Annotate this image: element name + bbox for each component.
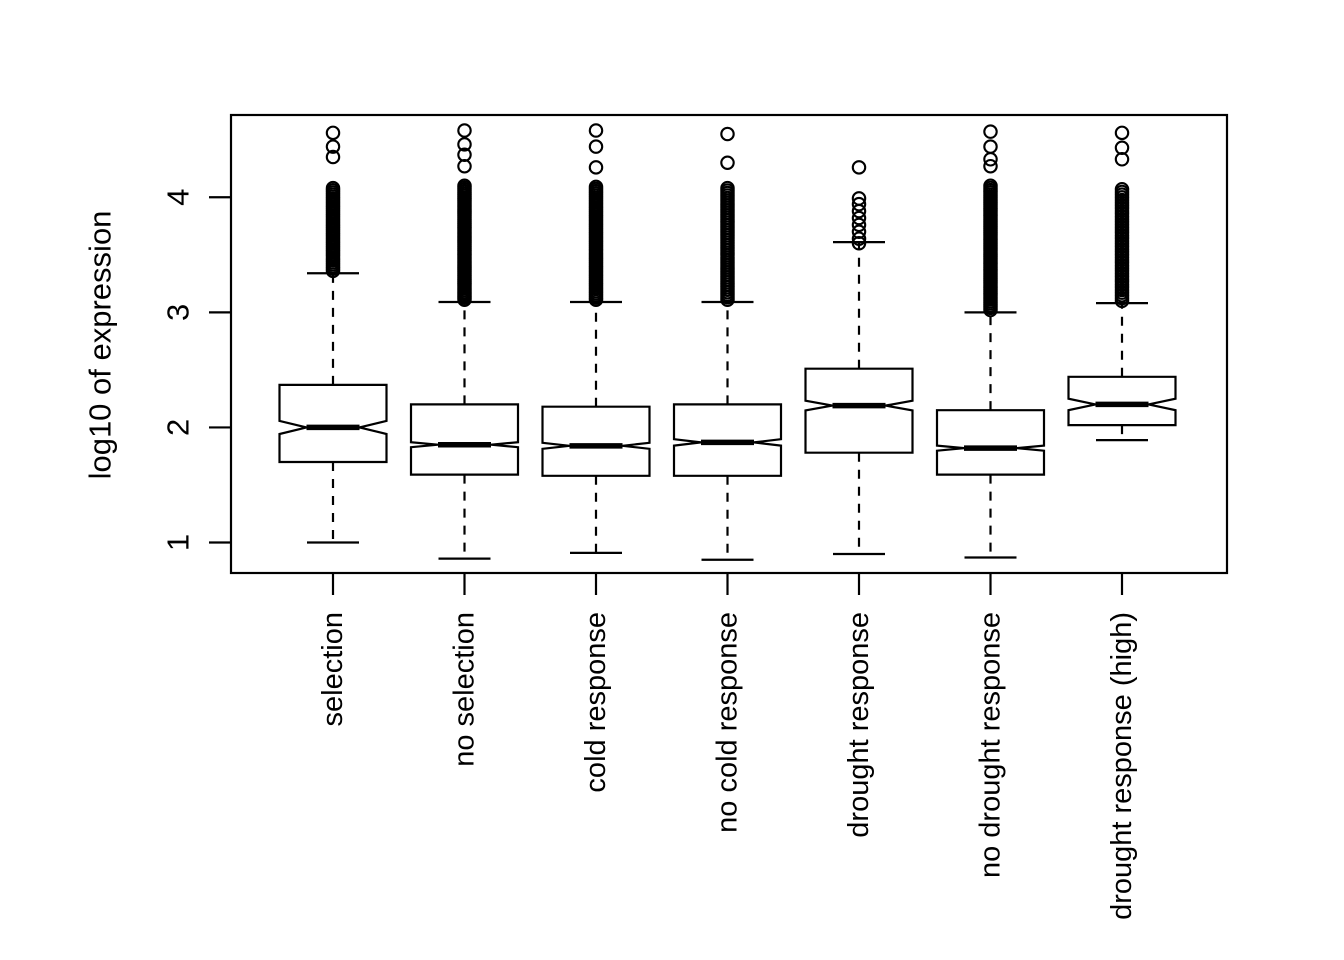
notched-box [935,409,1046,476]
outlier-circle [1114,181,1130,197]
outlier-circle [851,160,867,175]
outlier-circle [588,123,604,138]
notched-box [804,367,914,454]
y-axis: 1 2 3 4 [161,189,231,551]
outlier-circle [325,125,341,141]
outlier-circle [983,178,998,194]
outlier-circle [588,139,604,154]
y-tick-label-3: 3 [161,304,196,321]
outlier-circle [325,149,341,165]
box-group-drought-response-high: drought response (high) [1067,125,1177,920]
box-group-no-selection: no selection [409,123,520,767]
y-tick-label-4: 4 [161,189,196,206]
outlier-circle [851,196,867,212]
box-group-no-cold-response: no cold response [672,126,783,833]
notched-box [278,383,388,464]
outlier-circle [457,123,472,138]
x-tick-label-no-selection: no selection [449,612,481,767]
outlier-circle [325,180,341,196]
box-group-drought-response: drought response [804,160,914,838]
notched-box [541,405,651,477]
outlier-circle [983,139,998,154]
outlier-circle [588,179,604,195]
outlier-circle [851,191,867,206]
notched-box [1067,375,1177,427]
outlier-circle [457,137,472,152]
outlier-circle [851,224,867,240]
x-tick-label-drought-response: drought response [843,612,875,838]
outlier-circle [851,210,867,226]
outlier-circle [983,158,998,174]
x-tick-label-no-cold-response: no cold response [712,612,744,833]
outlier-circle [720,126,735,142]
y-axis-label: log10 of expression [83,211,118,480]
x-tick-label-drought-response-high: drought response (high) [1106,612,1138,920]
outlier-circle [1114,140,1130,156]
outlier-circle [983,124,998,139]
box-group-selection: selection [278,125,388,726]
outlier-circle [851,231,867,246]
outlier-circle [457,178,472,194]
x-tick-label-cold-response: cold response [580,612,612,793]
outlier-circle [457,147,472,162]
outlier-circle [720,155,735,171]
outlier-circle [720,180,735,196]
plot-border [229,113,1229,575]
box-group-cold-response: cold response [541,123,651,793]
outlier-circle [851,217,867,233]
x-tick-label-no-drought-response: no drought response [975,612,1007,878]
box-group-no-drought-response: no drought response [935,124,1046,878]
notched-box [409,403,520,476]
y-tick-label-1: 1 [161,534,196,551]
outlier-circle [325,139,341,154]
outlier-circle [1114,125,1130,141]
y-tick-label-2: 2 [161,419,196,436]
x-tick-label-selection: selection [317,612,349,726]
outlier-circle [588,160,604,175]
